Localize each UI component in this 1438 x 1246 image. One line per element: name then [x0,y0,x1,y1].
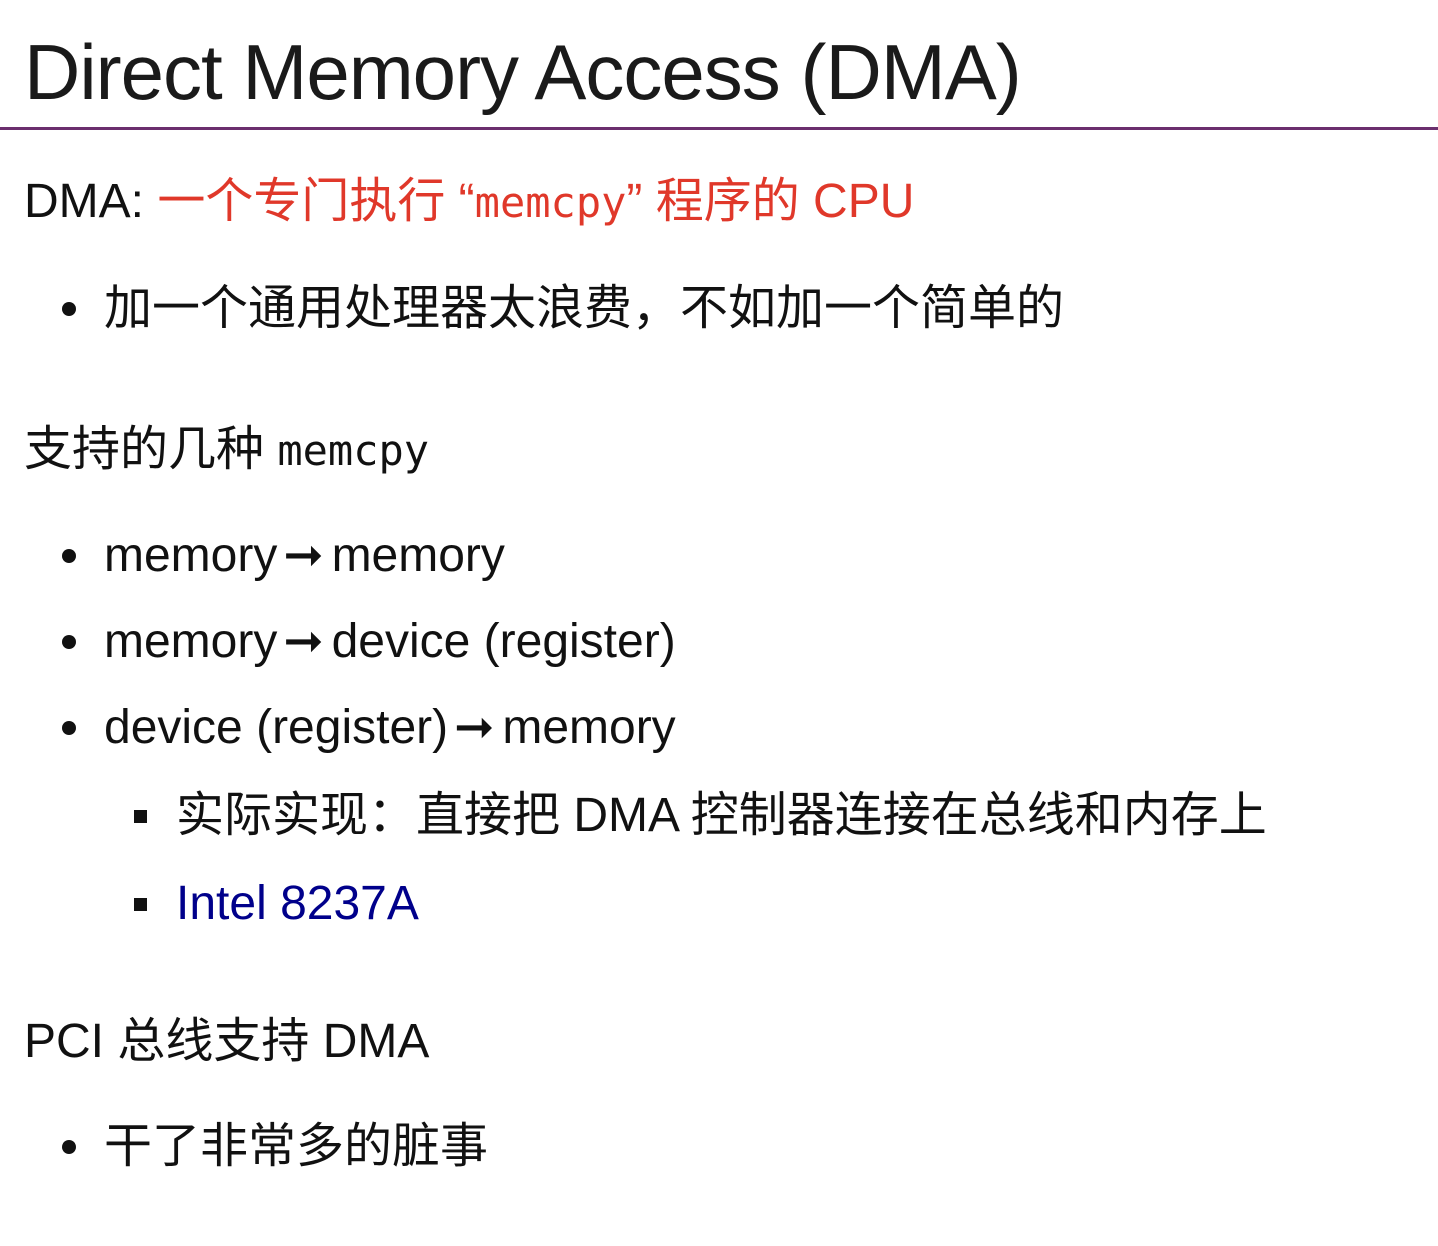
item-target: memory [331,529,505,582]
item-target: memory [502,701,676,754]
intel-8237a-link[interactable]: Intel 8237A [176,877,419,930]
slide-title: Direct Memory Access (DMA) [24,28,1022,116]
right-arrow-icon: ➞ [283,529,324,582]
bullet-dot-icon [62,635,76,649]
dma-highlight-a: 一个专门执行 “ [157,175,475,228]
bullet-dot-icon [62,721,76,735]
memcpy-heading-code: memcpy [277,426,430,475]
list-item: memory➞device (register) [104,612,676,672]
right-arrow-icon: ➞ [454,701,495,754]
list-item: 干了非常多的脏事 [104,1120,489,1173]
right-arrow-icon: ➞ [283,615,324,668]
dma-highlight-code: memcpy [474,178,627,227]
bullet-dot-icon [62,302,76,316]
pci-heading: PCI 总线支持 DMA [24,1015,430,1068]
bullet-dot-icon [62,549,76,563]
item-source: memory [104,615,278,668]
list-item: memory➞memory [104,526,505,586]
memcpy-heading-text: 支持的几种 [24,423,278,476]
sub-list-item: 实际实现：直接把 DMA 控制器连接在总线和内存上 [176,789,1267,842]
dma-prefix: DMA: [24,175,158,228]
memcpy-heading: 支持的几种 memcpy [24,420,429,481]
bullet-square-icon [134,810,147,823]
list-item: 加一个通用处理器太浪费，不如加一个简单的 [104,282,1065,335]
item-target: device (register) [331,615,676,668]
title-divider [0,127,1438,130]
item-source: device (register) [104,701,449,754]
list-item: device (register)➞memory [104,698,676,758]
dma-highlight-b: ” 程序的 CPU [626,175,915,228]
item-source: memory [104,529,278,582]
bullet-square-icon [134,898,147,911]
dma-definition: DMA: 一个专门执行 “memcpy” 程序的 CPU [24,172,914,233]
bullet-dot-icon [62,1140,76,1154]
